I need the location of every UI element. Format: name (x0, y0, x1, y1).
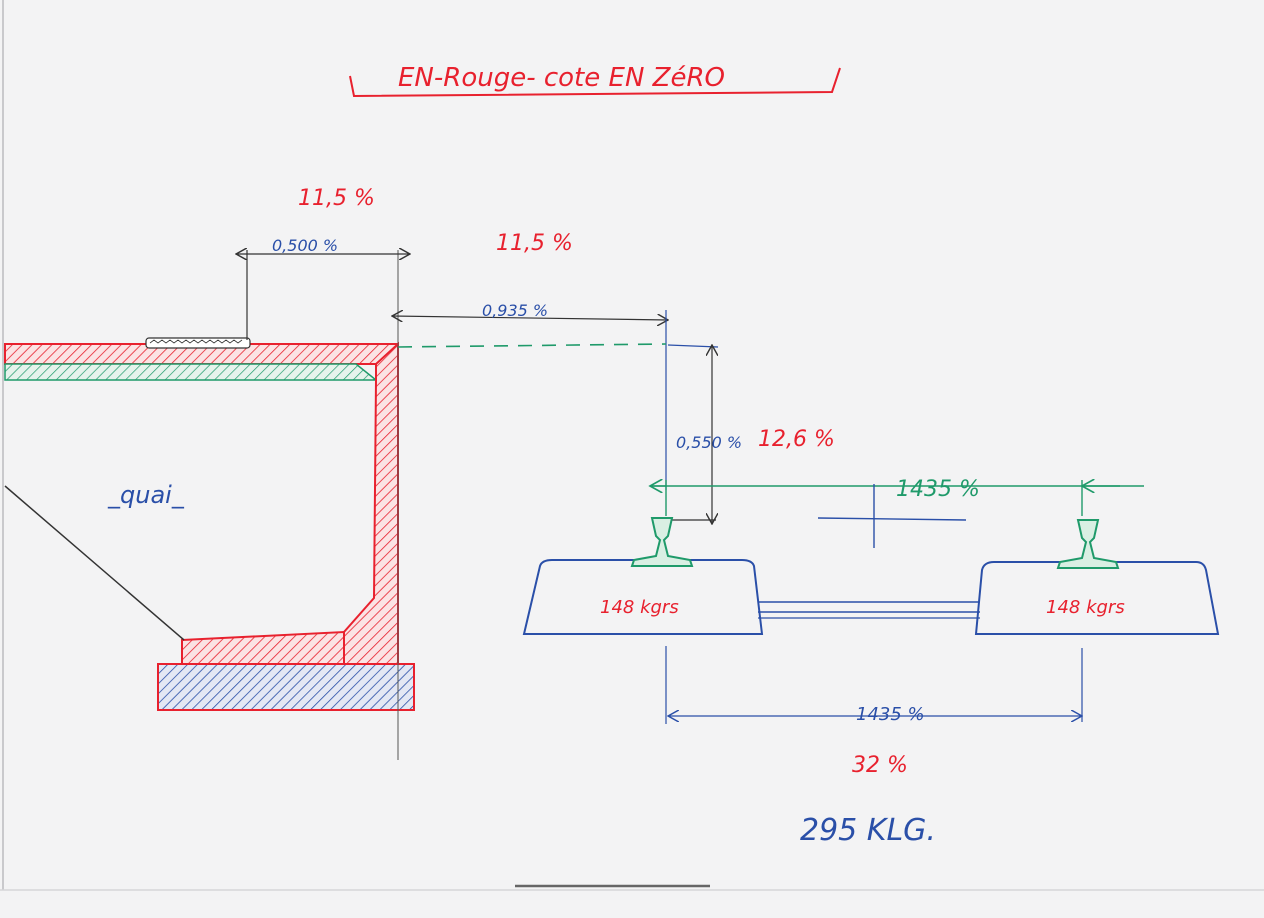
tactile-strip-pattern (149, 339, 243, 344)
platform-structure: _quai_ (4, 250, 415, 760)
sleeper-right-weight: 148 kgrs (1046, 597, 1125, 618)
dim-height-red: 12,6 % (758, 427, 835, 452)
platform-level-dashed (397, 343, 667, 348)
sleeper-right-outline (974, 561, 1220, 635)
dim-gap-red: 11,5 % (496, 231, 573, 256)
dim-height-blue: 0,550 % (676, 433, 742, 452)
dim-top-red: 11,5 % (298, 186, 375, 211)
dim-gap-blue: 0,935 % (482, 301, 548, 320)
dim-line-gap (392, 316, 668, 320)
dimension-height: 0,550 % 12,6 % (660, 345, 835, 524)
dimension-gap: 11,5 % 0,935 % (392, 231, 668, 490)
sleeper-right: 148 kgrs (974, 519, 1220, 635)
dim-bottom-red: 32 % (852, 753, 908, 778)
centre-horizontal (817, 517, 967, 521)
dimension-gauge-bottom: 1435 % 32 % (665, 646, 1082, 778)
title-text: EN-Rouge- cote EN ZéRO (398, 63, 725, 93)
platform-label: _quai_ (107, 481, 185, 509)
gauge-line-green: 1435 % (650, 477, 1144, 516)
dim-top-blue: 0,500 % (272, 236, 338, 255)
track-centre-mark (817, 484, 967, 548)
title-underline (349, 67, 841, 98)
total-weight-label: 295 KLG. (800, 813, 936, 848)
dim-bottom-blue: 1435 % (856, 704, 925, 725)
sleeper-left-outline (522, 559, 764, 635)
gauge-green-label: 1435 % (896, 477, 980, 502)
dimension-platform-edge: 11,5 % 0,500 % (236, 186, 410, 340)
platform-foundation (157, 663, 415, 711)
sleeper-left: 148 kgrs (522, 517, 764, 635)
title-group: EN-Rouge- cote EN ZéRO (349, 63, 841, 98)
platform-strut (4, 485, 185, 641)
rail-left-icon (630, 517, 694, 567)
tie-bar (758, 601, 980, 619)
sleeper-left-weight: 148 kgrs (600, 597, 679, 618)
rail-right-icon (1056, 519, 1120, 569)
platform-green-layer (4, 363, 379, 381)
